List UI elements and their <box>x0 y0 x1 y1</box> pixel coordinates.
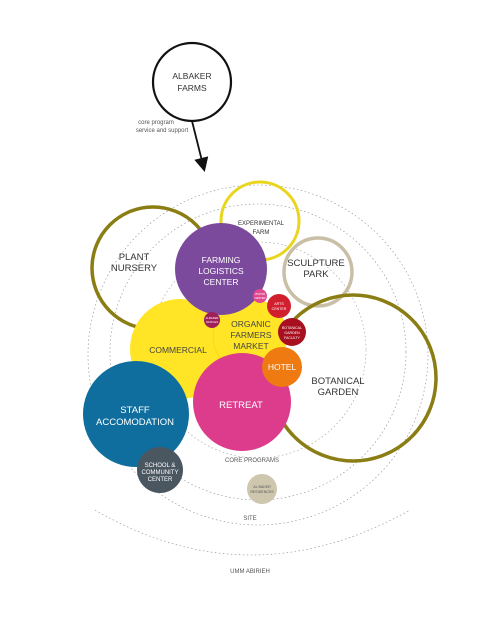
botanical-garden-label: BOTANICAL <box>311 376 364 387</box>
hotel-circle <box>262 347 302 387</box>
staff-accomodation-circle <box>83 361 189 467</box>
arts-center-circle <box>267 294 291 318</box>
note-line-1: core program <box>138 120 174 126</box>
sculpture-park-label: SCULPTURE <box>287 258 345 269</box>
arts-center-label: ARTS <box>274 302 284 306</box>
plant-nursery-label-2: NURSERY <box>111 263 158 274</box>
small-pink-circle <box>253 289 267 303</box>
context-label: UMM ABIRIEH <box>230 569 270 575</box>
botanical-faculty-label-2: GARDEN <box>284 331 300 335</box>
school-label: SCHOOL & <box>145 463 176 469</box>
school-circle <box>137 447 183 493</box>
experimental-farm-label-2: FARM <box>253 230 270 236</box>
umm-abirieh-dashed-arc <box>94 509 411 556</box>
retreat-label: RETREAT <box>219 400 263 411</box>
botanical-garden-label-2: GARDEN <box>318 387 359 398</box>
staff-label-2: ACCOMODATION <box>96 417 174 428</box>
residences-label: AL BAKER <box>253 485 271 489</box>
hotel-label: HOTEL <box>268 362 297 372</box>
outer-dashed-ring <box>87 184 429 526</box>
core-programs-label: CORE PROGRAMS <box>225 458 279 464</box>
client-label: ALBAKER <box>172 71 211 81</box>
note-line-2: service and support <box>136 128 189 134</box>
sculpture-park-label-2: PARK <box>303 269 329 280</box>
residences-circle <box>247 474 277 504</box>
small-purple-label: ALBAKER <box>206 316 219 320</box>
site-label: SITE <box>243 516 256 522</box>
farming-logistics-label-2: LOGISTICS <box>198 266 244 276</box>
experimental-farm-label: EXPERIMENTAL <box>238 221 285 227</box>
school-label-3: CENTER <box>148 477 173 483</box>
botanical-faculty-label: BOTANICAL <box>282 326 302 330</box>
small-purple-label-2: OFFICES <box>206 320 218 324</box>
organic-market-label: ORGANIC <box>231 319 271 329</box>
commercial-label: COMMERCIAL <box>149 345 207 355</box>
client-circle <box>151 41 233 123</box>
farming-logistics-label: FARMING <box>202 255 241 265</box>
plant-nursery-label: PLANT <box>119 252 150 263</box>
small-pink-label-2: CENTER <box>255 296 266 300</box>
botanical-faculty-circle <box>278 318 306 346</box>
botanical-faculty-label-3: FACULTY <box>284 336 301 340</box>
organic-market-label-2: FARMERS <box>230 330 271 340</box>
school-label-2: COMMUNITY <box>142 470 179 476</box>
farming-logistics-circle <box>175 223 267 315</box>
organic-market-label-3: MARKET <box>233 341 268 351</box>
client-label-2: FARMS <box>177 83 207 93</box>
sculpture-park-ring <box>282 236 354 308</box>
staff-label: STAFF <box>120 405 150 416</box>
small-purple-circle <box>204 312 220 328</box>
farming-logistics-label-3: CENTER <box>204 277 239 287</box>
small-pink-label: VISITOR <box>255 292 265 296</box>
arts-center-label-2: CENTER <box>272 307 287 311</box>
residences-label-2: RESIDENCES <box>250 490 274 494</box>
arrow <box>191 120 209 172</box>
